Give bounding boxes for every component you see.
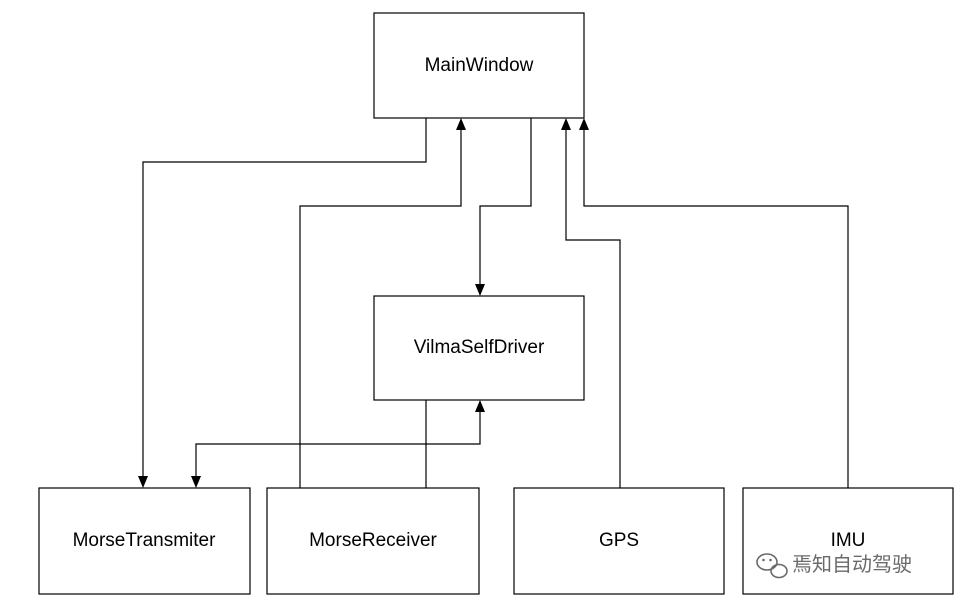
node-box: [38, 487, 251, 595]
node-vilmaselfdriver: VilmaSelfDriver: [373, 295, 585, 401]
node-morsetransmiter: MorseTransmiter: [38, 487, 251, 595]
node-label: MorseReceiver: [309, 530, 437, 551]
arrowhead-morsetransmiter-left: [138, 476, 148, 488]
node-label: MorseTransmiter: [73, 530, 217, 551]
edges: [138, 118, 849, 488]
edge-morsereceiver-to-mainwindow: [299, 126, 462, 488]
node-box: [513, 487, 725, 595]
watermark-text: 焉知自动驾驶: [792, 552, 912, 576]
node-label: GPS: [599, 530, 639, 551]
edge-gps-to-mainwindow: [565, 126, 621, 488]
arrowhead-vilmaselfdriver-top: [475, 284, 485, 296]
edge-vilmaselfdriver-to-morsetransmiter: [195, 412, 481, 480]
node-box: [742, 487, 954, 595]
node-label: MainWindow: [425, 55, 534, 76]
edge-imu-to-mainwindow: [583, 126, 849, 488]
node-label: IMU: [831, 530, 866, 551]
arrowhead-vilmaselfdriver-bottom: [475, 400, 485, 412]
edge-mainwindow-to-vilmaselfdriver: [479, 118, 532, 288]
node-label: VilmaSelfDriver: [414, 337, 545, 358]
arrowhead-mainwindow-left: [456, 118, 466, 130]
node-box: [373, 295, 585, 401]
arrowhead-morsetransmiter-right: [191, 476, 201, 488]
edge-mainwindow-to-morsetransmiter: [142, 118, 427, 480]
arrowhead-mainwindow-imu: [579, 118, 589, 130]
node-morsereceiver: MorseReceiver: [266, 487, 480, 595]
arrowhead-mainwindow-gps: [561, 118, 571, 130]
node-gps: GPS: [513, 487, 725, 595]
node-mainwindow: MainWindow: [373, 12, 585, 119]
wechat-icon: [756, 553, 788, 579]
node-box: [266, 487, 480, 595]
node-imu: IMU: [742, 487, 954, 595]
node-box: [373, 12, 585, 119]
watermark: 焉知自动驾驶: [756, 552, 912, 579]
